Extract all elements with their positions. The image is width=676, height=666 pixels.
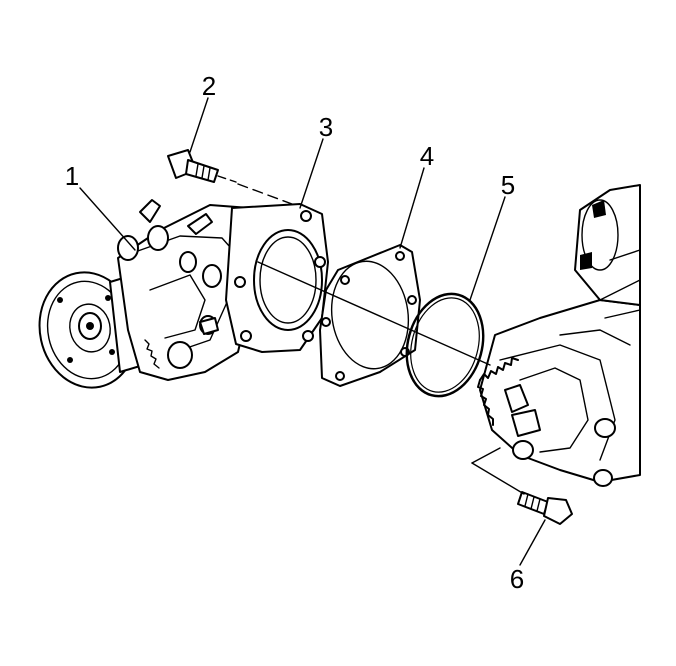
leader-line-2 <box>189 97 209 153</box>
leader-line-1 <box>79 187 136 251</box>
leader-line-4 <box>399 167 425 249</box>
callout-3: 3 <box>319 112 333 142</box>
callout-4: 4 <box>420 141 434 171</box>
leader-line-6 <box>519 519 546 566</box>
callout-1: 1 <box>65 161 79 191</box>
part-6-bolt <box>517 491 573 525</box>
callout-5: 5 <box>501 170 515 200</box>
part-2-bolt <box>167 149 293 205</box>
leader-line-5 <box>469 196 506 301</box>
transmission-case <box>471 184 641 495</box>
callout-2: 2 <box>202 71 216 101</box>
part-5-o-ring <box>405 292 485 398</box>
part-4-gasket <box>319 244 421 387</box>
alignment-centerline <box>257 261 491 366</box>
callout-6: 6 <box>510 564 524 594</box>
part-1-housing <box>38 199 329 389</box>
leader-line-3 <box>299 138 324 209</box>
